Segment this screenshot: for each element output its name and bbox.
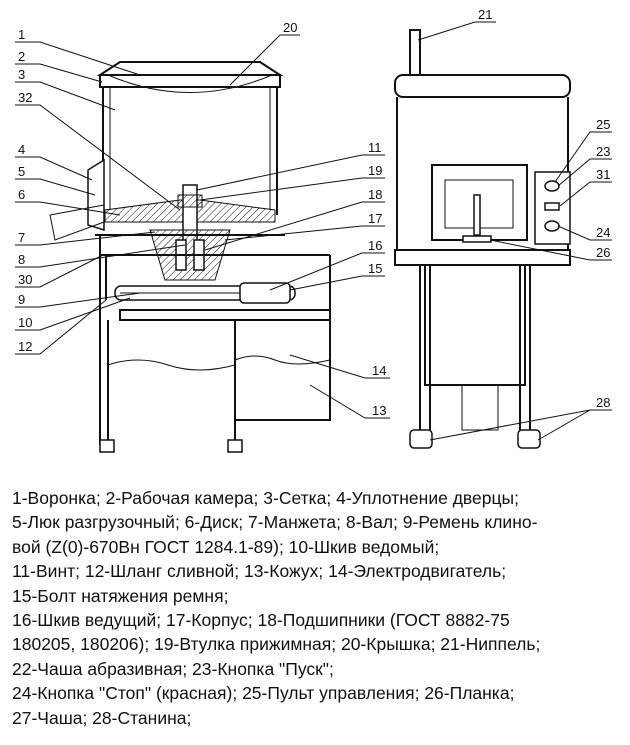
parts-legend: 1-Воронка; 2-Рабочая камера; 3-Сетка; 4-… <box>12 486 622 730</box>
callout-30: 30 <box>18 272 32 287</box>
callout-9: 9 <box>18 292 25 307</box>
section-view <box>49 61 331 453</box>
legend-line: 11-Винт; 12-Шланг сливной; 13-Кожух; 14-… <box>12 561 507 582</box>
callout-11: 11 <box>368 140 382 155</box>
legend-line: вой (Z(0)-670Вн ГОСТ 1284.1-89); 10-Шкив… <box>12 536 440 557</box>
legend-line: 180205, 180206); 19-Втулка прижимная; 20… <box>12 634 541 655</box>
callout-20: 20 <box>283 20 297 35</box>
machine-drawing: 1 2 3 32 4 5 6 7 8 30 9 10 12 20 11 19 1… <box>15 7 612 453</box>
legend-line: 1-Воронка; 2-Рабочая камера; 3-Сетка; 4-… <box>12 488 519 508</box>
callout-3: 3 <box>18 67 25 82</box>
callout-7: 7 <box>18 230 25 245</box>
callout-21: 21 <box>478 7 492 22</box>
legend-line: 5-Люк разгрузочный; 6-Диск; 7-Манжета; 8… <box>12 512 538 533</box>
callout-10: 10 <box>18 315 32 330</box>
legend-line: 24-Кнопка "Стоп" (красная); 25-Пульт упр… <box>12 683 515 704</box>
callout-32: 32 <box>18 90 32 105</box>
callout-24: 24 <box>596 225 610 240</box>
callout-15: 15 <box>368 261 382 276</box>
callout-26: 26 <box>596 245 610 260</box>
front-view <box>394 29 571 449</box>
callout-23: 23 <box>596 144 610 159</box>
callout-13: 13 <box>372 403 386 418</box>
legend-line: 16-Шкив ведущий; 17-Корпус; 18-Подшипник… <box>12 610 510 631</box>
callout-12: 12 <box>18 339 32 354</box>
callout-5: 5 <box>18 164 25 179</box>
callout-18: 18 <box>368 187 382 202</box>
legend-line: 27-Чаша; 28-Станина; <box>12 707 192 728</box>
leader-lines <box>15 21 612 441</box>
legend-line: 15-Болт натяжения ремня; <box>12 585 229 606</box>
callout-2: 2 <box>18 49 25 64</box>
callout-labels: 1 2 3 32 4 5 6 7 8 30 9 10 12 20 11 19 1… <box>18 7 610 418</box>
callout-19: 19 <box>368 163 382 178</box>
callout-16: 16 <box>368 238 382 253</box>
callout-1: 1 <box>18 27 25 42</box>
callout-14: 14 <box>372 363 386 378</box>
callout-31: 31 <box>596 167 610 182</box>
callout-28: 28 <box>596 395 610 410</box>
callout-8: 8 <box>18 252 25 267</box>
callout-17: 17 <box>368 211 382 226</box>
callout-4: 4 <box>18 142 25 157</box>
callout-25: 25 <box>596 117 610 132</box>
legend-line: 22-Чаша абразивная; 23-Кнопка "Пуск"; <box>12 658 334 679</box>
callout-6: 6 <box>18 187 25 202</box>
